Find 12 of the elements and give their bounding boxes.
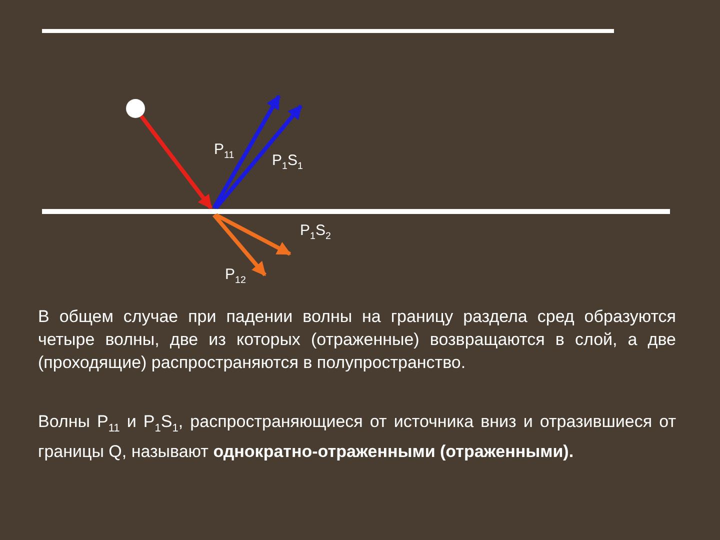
ray-arrow [214,104,303,210]
ray-arrow [212,94,281,209]
ray-label: P$_{1}$S$_{1}$ [272,152,303,172]
ray-arrow [140,114,213,210]
description-paragraph: В общем случае при падении волны на границу раздела сред образуются четыре волны, две из которых (отраженные) возвращаются в слой, а две (проходящие) распространяются в полупространство. [38,306,676,374]
ray-arrow [212,214,267,276]
ray-label: P$_{12}$ [225,266,246,286]
ray-label: P$_{1}$S$_{2}$ [300,222,331,242]
source-point [126,99,145,118]
ray-label: P$_{11}$ [214,141,234,161]
ray-arrow [215,213,292,256]
description-paragraph: Волны P$_{11}$ и P$_{1}$S$_{1}$, распространяющиеся от источника вниз и отразившиеся от границы Q, называют однократно-отраженными (отраженными). [38,411,676,464]
